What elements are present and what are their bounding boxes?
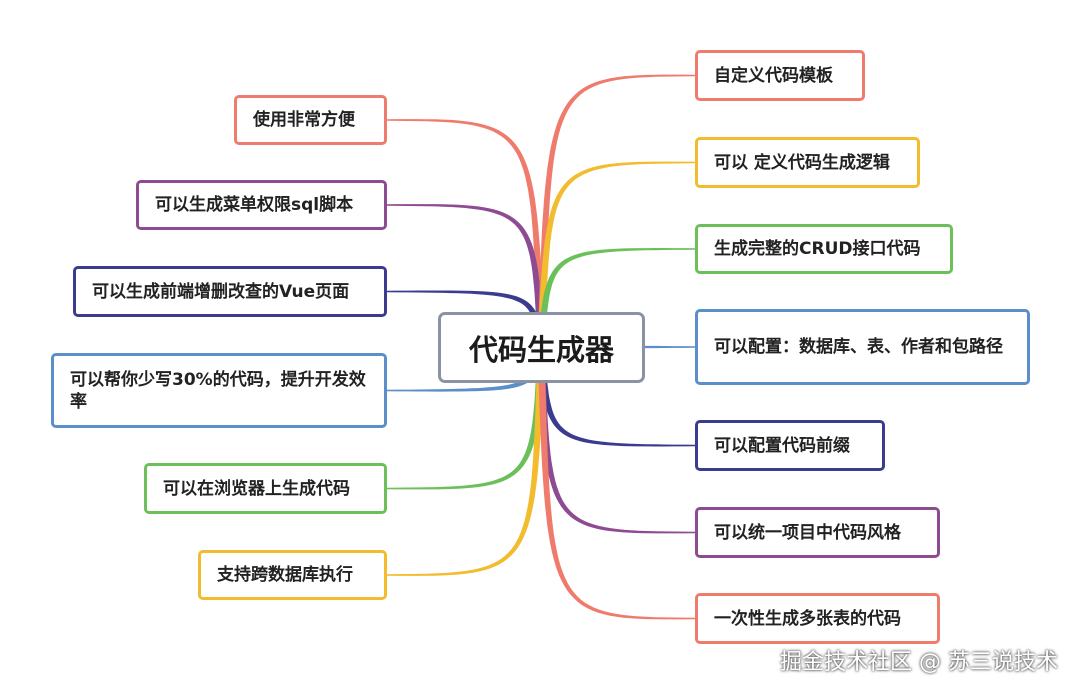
- node-less-code[interactable]: 可以帮你少写30%的代码，提升开发效率: [51, 353, 387, 428]
- node-label: 支持跨数据库执行: [217, 565, 353, 585]
- node-multi-table[interactable]: 一次性生成多张表的代码: [695, 593, 940, 644]
- branch-right-6: [537, 346, 695, 620]
- node-easy-to-use[interactable]: 使用非常方便: [234, 95, 387, 145]
- node-label: 可以配置：数据库、表、作者和包路径: [714, 337, 1003, 357]
- node-custom-template[interactable]: 自定义代码模板: [695, 50, 865, 101]
- node-label: 可以生成菜单权限sql脚本: [155, 195, 354, 215]
- node-label: 一次性生成多张表的代码: [714, 608, 901, 629]
- node-browser-generate[interactable]: 可以在浏览器上生成代码: [144, 463, 387, 514]
- node-config-options[interactable]: 可以配置：数据库、表、作者和包路径: [695, 309, 1030, 385]
- node-label: 可以 定义代码生成逻辑: [714, 152, 890, 173]
- branch-right-0: [537, 74, 695, 348]
- node-label: 自定义代码模板: [714, 65, 833, 86]
- node-label: 可以配置代码前缀: [714, 435, 850, 456]
- node-cross-database[interactable]: 支持跨数据库执行: [198, 550, 387, 600]
- watermark: 掘金技术社区 @ 苏三说技术: [780, 650, 1058, 675]
- node-label: 使用非常方便: [253, 110, 355, 130]
- node-label: 可以统一项目中代码风格: [714, 522, 901, 543]
- node-crud-code[interactable]: 生成完整的CRUD接口代码: [695, 224, 953, 274]
- node-unified-style[interactable]: 可以统一项目中代码风格: [695, 507, 940, 558]
- central-topic-label: 代码生成器: [468, 332, 614, 367]
- node-menu-sql[interactable]: 可以生成菜单权限sql脚本: [136, 180, 387, 230]
- node-vue-pages[interactable]: 可以生成前端增删改查的Vue页面: [73, 266, 387, 317]
- node-label: 生成完整的CRUD接口代码: [714, 239, 921, 259]
- central-topic[interactable]: 代码生成器: [438, 312, 645, 383]
- node-label: 可以帮你少写30%的代码，提升开发效率: [70, 369, 366, 412]
- node-generation-logic[interactable]: 可以 定义代码生成逻辑: [695, 137, 920, 188]
- node-config-prefix[interactable]: 可以配置代码前缀: [695, 420, 885, 471]
- node-label: 可以在浏览器上生成代码: [163, 478, 350, 499]
- node-label: 可以生成前端增删改查的Vue页面: [92, 281, 350, 302]
